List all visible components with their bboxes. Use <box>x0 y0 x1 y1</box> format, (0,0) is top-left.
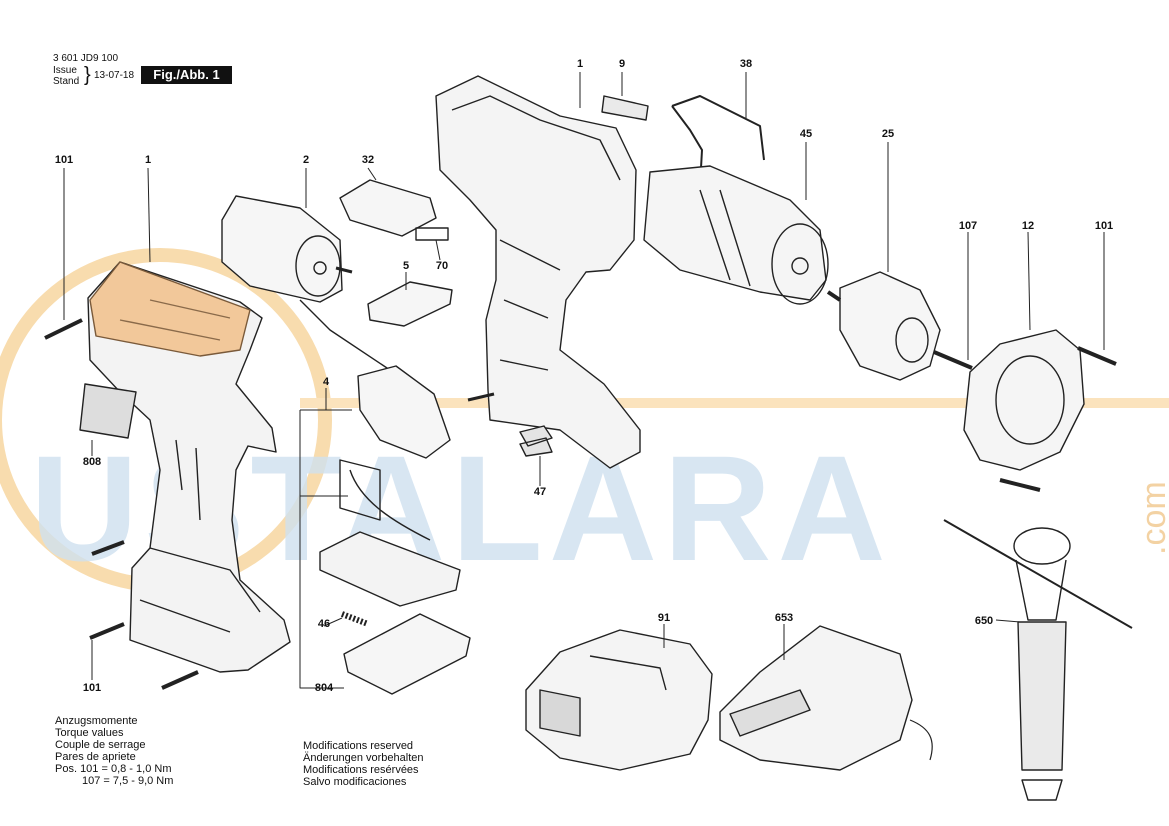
torque-pos-101: Pos. 101 = 0,8 - 1,0 Nm <box>55 763 172 775</box>
switch-4-part <box>319 365 461 607</box>
callout-70: 70 <box>435 260 449 272</box>
side-handle-650-part <box>943 519 1133 801</box>
modification-line: Salvo modificaciones <box>303 776 407 788</box>
torque-line: Torque values <box>55 727 124 739</box>
callout-101-right: 101 <box>1094 220 1114 232</box>
callout-101-bottom: 101 <box>82 682 102 694</box>
callout-804: 804 <box>314 682 334 694</box>
torque-line: Anzugsmomente <box>55 715 138 727</box>
screw-101-top <box>44 318 83 340</box>
torque-notes: Anzugsmomente Torque values Couple de se… <box>55 715 173 787</box>
housing-right-part <box>435 75 641 469</box>
callout-808: 808 <box>82 456 102 468</box>
callout-46: 46 <box>317 618 331 630</box>
callout-45: 45 <box>799 128 813 140</box>
modification-line: Modifications reserved <box>303 740 414 752</box>
brace: } <box>84 64 91 86</box>
clip-32-part <box>339 179 437 237</box>
torque-line: Pares de apriete <box>55 751 136 763</box>
charger-653-part <box>719 625 933 771</box>
torque-line: Couple de serrage <box>55 739 146 751</box>
spring-46-part <box>340 611 370 627</box>
callout-47: 47 <box>533 486 547 498</box>
modification-line: Änderungen vorbehalten <box>303 752 424 764</box>
part-number: 3 601 JD9 100 <box>53 53 119 64</box>
leader-lines <box>63 72 1105 689</box>
screw-101-right-top <box>1077 346 1117 366</box>
watermark-band <box>300 398 1169 408</box>
callout-107: 107 <box>958 220 978 232</box>
callout-1: 1 <box>144 154 152 166</box>
tape-9-part <box>601 95 649 121</box>
chuck-25-part <box>826 271 941 381</box>
screw-101-right-bottom <box>999 478 1041 492</box>
screw-107-part <box>933 350 973 370</box>
label-808-part <box>79 383 137 439</box>
figure-label: Fig./Abb. 1 <box>141 66 232 84</box>
callout-25: 25 <box>881 128 895 140</box>
callout-2: 2 <box>302 154 310 166</box>
motor-part <box>221 195 401 391</box>
issue-date: 13-07-18 <box>94 70 135 81</box>
callout-650: 650 <box>974 615 994 627</box>
gearbox-45-part <box>643 165 829 305</box>
callout-9: 9 <box>618 58 626 70</box>
modifications-notice: Modifications reserved Änderungen vorbeh… <box>303 740 423 788</box>
callout-1-right: 1 <box>576 58 584 70</box>
callout-12: 12 <box>1021 220 1035 232</box>
pads-47-part <box>519 425 553 457</box>
plate-804-part <box>343 613 471 695</box>
callout-32: 32 <box>361 154 375 166</box>
housing-left-part <box>87 261 291 673</box>
stand-label: Stand <box>53 76 80 87</box>
ring-12-part <box>963 329 1085 471</box>
spring-70-part <box>415 227 449 241</box>
callout-4: 4 <box>322 376 330 388</box>
screw-101-bottom <box>89 622 125 640</box>
callout-101: 101 <box>54 154 74 166</box>
callout-5: 5 <box>402 260 410 272</box>
slider-5-part <box>367 281 453 327</box>
torque-pos-107: 107 = 7,5 - 9,0 Nm <box>82 775 174 787</box>
issue-label: Issue <box>53 65 77 76</box>
callout-38: 38 <box>739 58 753 70</box>
modification-line: Modifications resérvées <box>303 764 419 776</box>
callout-653: 653 <box>774 612 794 624</box>
screw-left-mid <box>91 540 125 556</box>
battery-91-part <box>525 629 713 771</box>
screw-bottom <box>161 670 199 690</box>
callout-91: 91 <box>657 612 671 624</box>
watermark-suffix: .com <box>1135 481 1169 555</box>
